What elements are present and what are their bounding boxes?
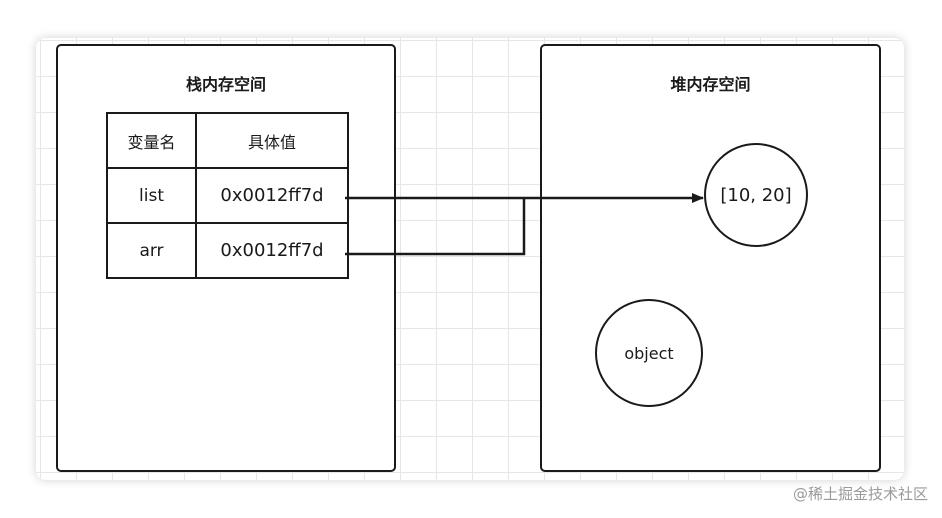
heap-panel-title: 堆内存空间 (670, 75, 751, 94)
object-node-label: object (624, 343, 674, 363)
object-node: object (595, 299, 703, 407)
variable-name-cell: list (106, 167, 197, 224)
watermark: @稀土掘金技术社区 (792, 485, 928, 503)
array-node-label: [10, 20] (720, 184, 792, 206)
header-variable-name: 变量名 (106, 112, 197, 169)
array-node: [10, 20] (704, 143, 808, 247)
stack-panel-title: 栈内存空间 (185, 75, 266, 94)
table-row: arr 0x0012ff7d (106, 222, 349, 279)
heap-memory-panel: 堆内存空间 [10, 20] object (540, 44, 881, 472)
table-row: list 0x0012ff7d (106, 167, 349, 224)
stack-memory-panel: 栈内存空间 变量名 具体值 list 0x0012ff7d arr 0x0012… (56, 44, 396, 472)
table-header-row: 变量名 具体值 (106, 112, 349, 169)
variable-name-cell: arr (106, 222, 197, 279)
variable-table: 变量名 具体值 list 0x0012ff7d arr 0x0012ff7d (106, 112, 349, 279)
arr-reference-line (345, 198, 526, 256)
variable-value-cell: 0x0012ff7d (195, 222, 349, 279)
variable-value-cell: 0x0012ff7d (195, 167, 349, 224)
reference-arrows (345, 193, 704, 256)
diagram-card: 栈内存空间 变量名 具体值 list 0x0012ff7d arr 0x0012… (36, 38, 904, 480)
header-value: 具体值 (195, 112, 349, 169)
